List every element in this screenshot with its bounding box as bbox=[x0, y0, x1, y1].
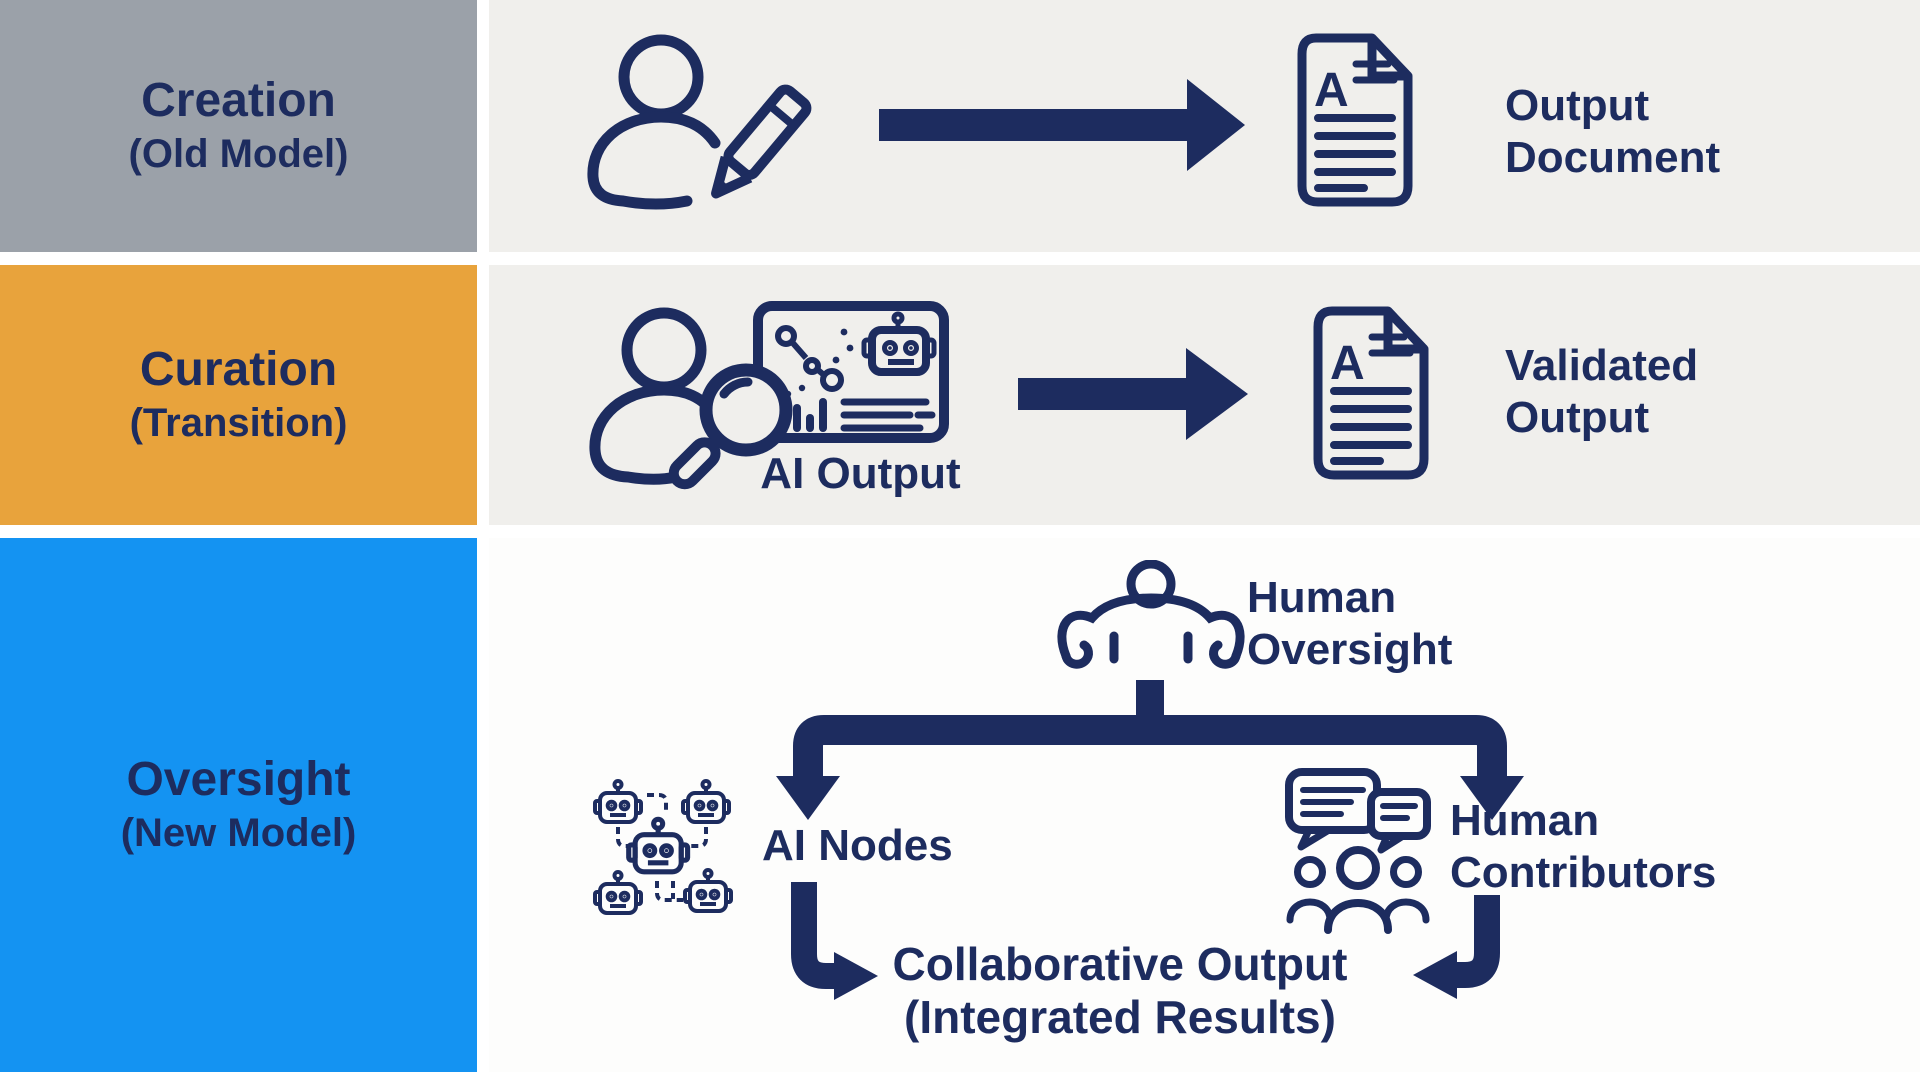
ai-output-caption: AI Output bbox=[760, 449, 961, 498]
robot-network-icon bbox=[593, 779, 733, 915]
person-magnifier-ai-dashboard-icon bbox=[589, 301, 949, 490]
person-open-arms-icon bbox=[1057, 560, 1245, 669]
oversight-row-label: Oversight (New Model) bbox=[0, 538, 477, 1072]
curation-title: Curation bbox=[139, 342, 338, 396]
collaborative-output-line2: (Integrated Results) bbox=[904, 991, 1336, 1043]
human-oversight-line1: Human bbox=[1247, 573, 1397, 622]
creation-subtitle: (Old Model) bbox=[128, 132, 349, 177]
human-oversight-line2: Oversight bbox=[1247, 625, 1453, 674]
human-contributors-line2: Contributors bbox=[1450, 848, 1717, 897]
ai-nodes-label: AI Nodes bbox=[762, 821, 953, 870]
collaborative-output-line1: Collaborative Output bbox=[892, 938, 1348, 990]
flow-arrow-icon bbox=[879, 79, 1245, 171]
creation-title: Creation bbox=[141, 73, 336, 127]
left-elbow-arrow-icon bbox=[791, 882, 878, 1000]
curation-subtitle: (Transition) bbox=[129, 401, 348, 446]
oversight-title: Oversight bbox=[126, 752, 351, 806]
flow-arrow-icon bbox=[1018, 348, 1248, 440]
document-icon bbox=[1308, 305, 1433, 483]
human-contributors-label: Human Contributors bbox=[1450, 795, 1716, 899]
validated-output-line2: Output bbox=[1505, 393, 1650, 442]
branch-connector-icon bbox=[776, 680, 1524, 820]
human-contributors-line1: Human bbox=[1450, 796, 1600, 845]
output-document-line1: Output bbox=[1505, 81, 1650, 130]
curation-row-label: Curation (Transition) bbox=[0, 265, 477, 525]
people-speech-bubbles-icon bbox=[1285, 768, 1431, 934]
human-oversight-label: Human Oversight bbox=[1247, 572, 1452, 676]
creation-row-label: Creation (Old Model) bbox=[0, 0, 477, 252]
collaborative-output-label: Collaborative Output (Integrated Results… bbox=[840, 938, 1400, 1044]
person-writing-icon bbox=[587, 34, 812, 210]
validated-output-label: Validated Output bbox=[1505, 340, 1698, 444]
output-document-line2: Document bbox=[1505, 133, 1721, 182]
oversight-subtitle: (New Model) bbox=[120, 811, 357, 856]
output-document-label: Output Document bbox=[1505, 80, 1720, 184]
validated-output-line1: Validated bbox=[1505, 341, 1699, 390]
right-elbow-arrow-icon bbox=[1413, 895, 1500, 999]
document-icon bbox=[1292, 32, 1417, 210]
